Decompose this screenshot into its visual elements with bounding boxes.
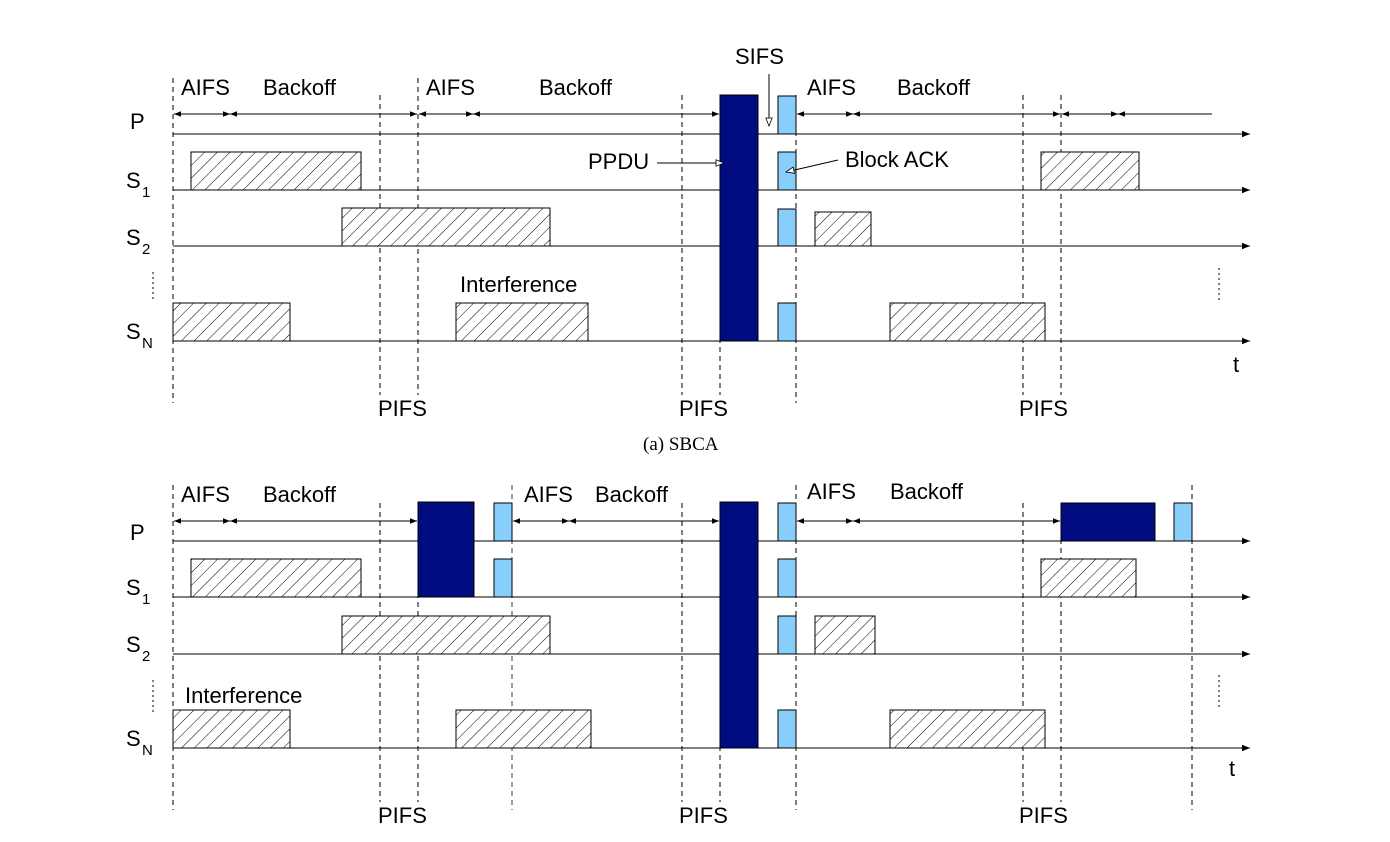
panel-b-axis-t-label: t [1229, 756, 1235, 781]
panel-a-ppdu-block [719, 94, 759, 342]
panel-a-row-label-sn: S [126, 319, 141, 344]
panel-a-label-sifs: SIFS [735, 44, 784, 69]
panel-b-label-backoff3: Backoff [890, 479, 964, 504]
panel-b-interference-sn-1 [172, 709, 291, 749]
panel-a-ack-s1 [777, 151, 797, 191]
panel-b-interference-s1-2 [1040, 558, 1137, 598]
panel-b-row-label-sn: S [126, 726, 141, 751]
panel-b-ack1-s1 [493, 558, 513, 598]
panel-a-row-label-s2: S [126, 225, 141, 250]
panel-a-ack-s2 [777, 208, 797, 247]
panel-b-row-sub-s1: 1 [142, 591, 150, 608]
panel-a-row-label-s1: S [126, 168, 141, 193]
panel-a-interference-sn-2 [455, 302, 589, 342]
panel-a-pifs-label-2: PIFS [679, 396, 728, 421]
panel-a-interference-s2-1 [341, 207, 551, 247]
panel-b-ppdu-block-3 [1060, 502, 1156, 542]
panel-b-row-label-s1: S [126, 575, 141, 600]
panel-a-label-aifs2: AIFS [426, 75, 475, 100]
panel-b-label-aifs2: AIFS [524, 482, 573, 507]
panel-b-label-aifs3: AIFS [807, 479, 856, 504]
panel-a-row-sub-s1: 1 [142, 184, 150, 201]
panel-b-label-backoff2: Backoff [595, 482, 669, 507]
panel-b-row-sub-s2: 2 [142, 648, 150, 665]
panel-b-ppdu-block-1 [417, 501, 475, 598]
panel-a-caption: (a) SBCA [643, 434, 719, 455]
panel-a-pifs-label-1: PIFS [378, 396, 427, 421]
panel-a-label-aifs1: AIFS [181, 75, 230, 100]
panel-b-label-backoff1: Backoff [263, 482, 337, 507]
panel-a: P S 1 S 2 S N AIFS Backoff AIFS Backoff … [126, 44, 1250, 455]
panel-a-interference-sn-1 [172, 302, 291, 342]
panel-b-ack2-p [777, 502, 797, 542]
panel-a-block-ack-pointer [786, 159, 839, 172]
panel-a-ack-sn [777, 302, 797, 342]
panel-a-pifs-label-3: PIFS [1019, 396, 1068, 421]
panel-a-interference-label: Interference [460, 272, 577, 297]
panel-b: P S 1 S 2 S N AIFS Backoff AIFS Backoff … [126, 479, 1250, 828]
panel-a-interference-sn-3 [889, 302, 1046, 342]
panel-a-label-aifs3: AIFS [807, 75, 856, 100]
panel-b-label-aifs1: AIFS [181, 482, 230, 507]
panel-b-row-sub-sn: N [142, 742, 153, 759]
panel-a-row-sub-s2: 2 [142, 241, 150, 258]
panel-b-ack2-s1 [777, 558, 797, 598]
panel-a-axis-t-label: t [1233, 352, 1239, 377]
panel-a-row-label-p: P [130, 109, 145, 134]
panel-a-interference-s1-1 [190, 151, 362, 191]
panel-b-ack2-s2 [777, 615, 797, 655]
panel-b-pifs-label-2: PIFS [679, 803, 728, 828]
panel-a-label-backoff2: Backoff [539, 75, 613, 100]
panel-b-ack1-p [493, 502, 513, 542]
panel-b-row-label-s2: S [126, 632, 141, 657]
panel-a-label-backoff1: Backoff [263, 75, 337, 100]
panel-b-ppdu-block-2 [719, 501, 759, 749]
panel-a-ack-p [777, 95, 797, 135]
panel-b-interference-s2-1 [341, 615, 551, 655]
panel-b-pifs-label-3: PIFS [1019, 803, 1068, 828]
panel-b-interference-sn-2 [455, 709, 592, 749]
panel-a-ppdu-label: PPDU [588, 149, 649, 174]
panel-b-interference-label: Interference [185, 683, 302, 708]
panel-b-ack3-p [1173, 502, 1193, 542]
panel-a-row-sub-sn: N [142, 335, 153, 352]
panel-a-interference-s1-2 [1040, 151, 1140, 191]
panel-a-interference-s2-2 [814, 211, 872, 247]
panel-b-interference-sn-3 [889, 709, 1046, 749]
panel-b-interference-s2-2 [814, 615, 876, 655]
panel-b-ack2-sn [777, 709, 797, 749]
panel-b-interference-s1-1 [190, 558, 362, 598]
panel-a-label-backoff3: Backoff [897, 75, 971, 100]
panel-a-block-ack-label: Block ACK [845, 147, 949, 172]
panel-b-pifs-label-1: PIFS [378, 803, 427, 828]
panel-b-row-label-p: P [130, 520, 145, 545]
